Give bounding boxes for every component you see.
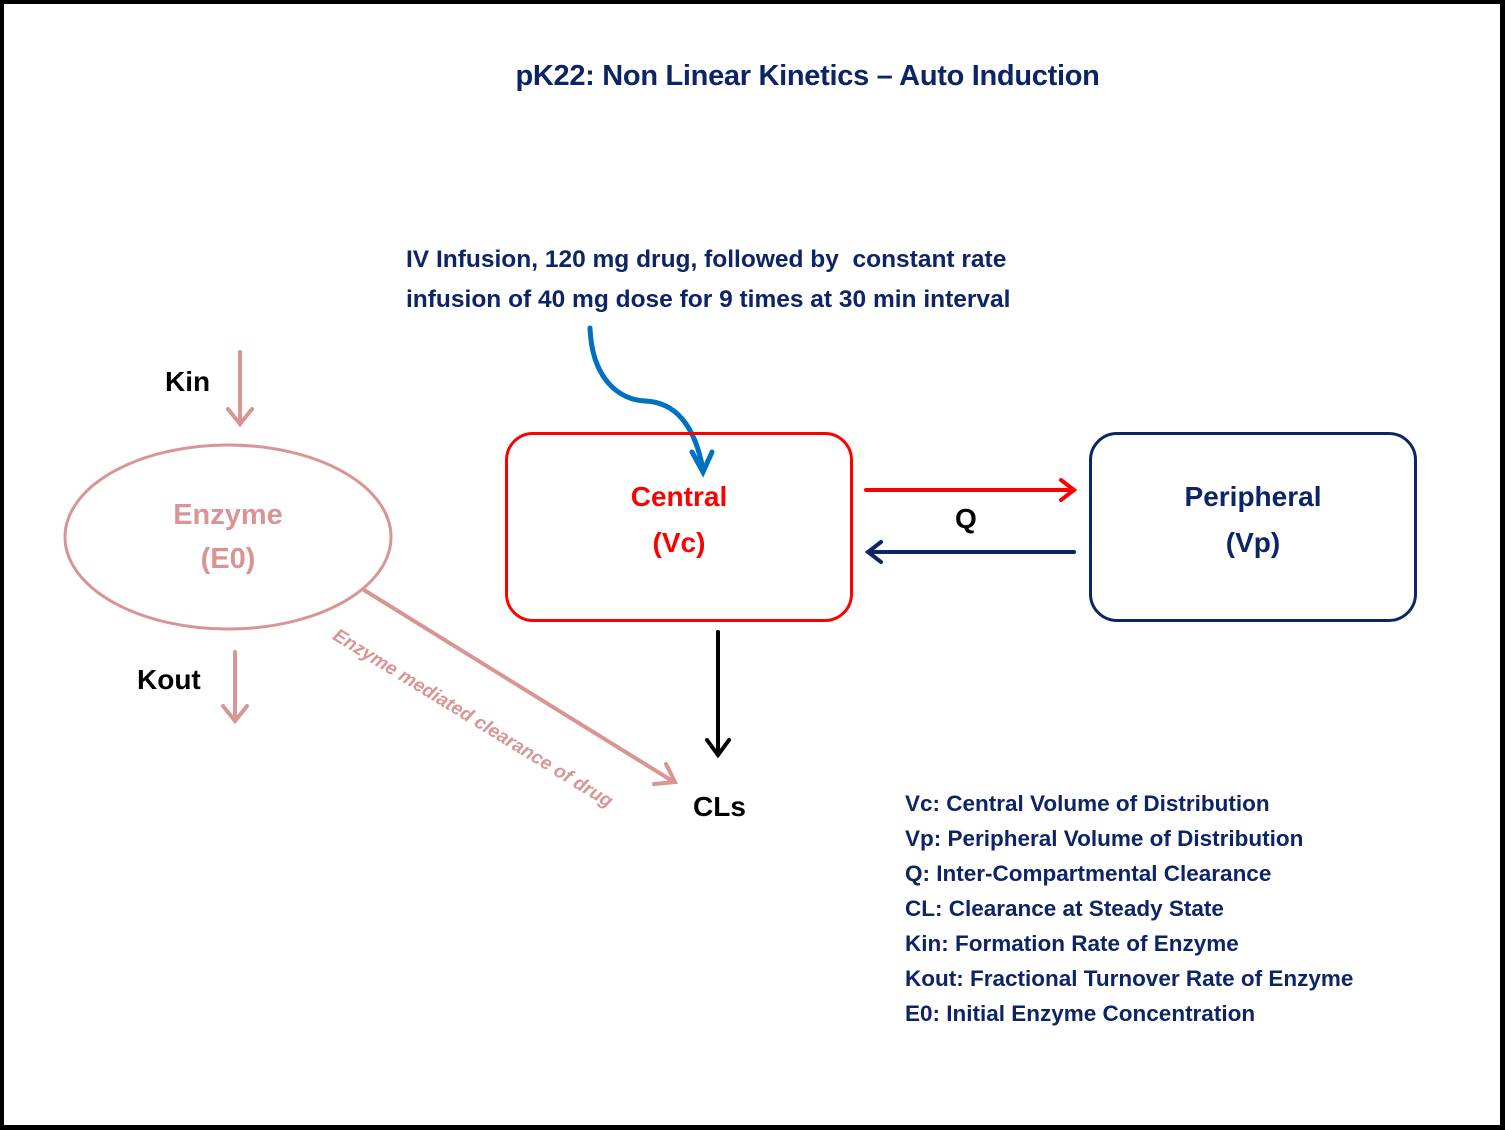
- q-label: Q: [955, 503, 977, 534]
- dosing-line-1: IV Infusion, 120 mg drug, followed by co…: [406, 246, 1007, 273]
- enzyme-name: Enzyme: [173, 499, 283, 531]
- page-title: pK22: Non Linear Kinetics – Auto Inducti…: [515, 60, 1100, 92]
- elimination-arrow: [705, 630, 731, 759]
- peripheral-compartment: Peripheral (Vp): [1089, 432, 1417, 622]
- legend-item: Q: Inter-Compartmental Clearance: [905, 861, 1272, 886]
- peripheral-name: Peripheral: [1184, 481, 1322, 512]
- central-symbol: (Vc): [652, 527, 706, 558]
- kout-label: Kout: [137, 664, 201, 695]
- legend-item: Kin: Formation Rate of Enzyme: [905, 931, 1239, 956]
- cls-label: CLs: [693, 791, 746, 822]
- enzyme-clearance-arrow: [362, 588, 679, 786]
- parameter-legend: Vc: Central Volume of Distribution Vp: P…: [905, 786, 1353, 1031]
- kin-arrow: [226, 350, 254, 428]
- kin-label: Kin: [165, 366, 211, 397]
- central-compartment: Central (Vc): [505, 432, 853, 622]
- dosing-description: IV Infusion, 120 mg drug, followed by co…: [406, 240, 1010, 320]
- q-forward-arrow: [864, 478, 1078, 502]
- peripheral-symbol: (Vp): [1225, 527, 1281, 558]
- dosing-line-2: infusion of 40 mg dose for 9 times at 30…: [406, 286, 1011, 313]
- legend-item: CL: Clearance at Steady State: [905, 896, 1224, 921]
- legend-item: Kout: Fractional Turnover Rate of Enzyme: [905, 966, 1354, 991]
- legend-item: Vp: Peripheral Volume of Distribution: [905, 826, 1304, 851]
- enzyme-compartment: Enzyme (E0): [64, 444, 392, 630]
- enzyme-symbol: (E0): [200, 543, 256, 575]
- enzyme-ellipse: [63, 443, 393, 631]
- central-name: Central: [630, 481, 728, 512]
- legend-item: E0: Initial Enzyme Concentration: [905, 1001, 1256, 1026]
- legend-item: Vc: Central Volume of Distribution: [905, 791, 1270, 816]
- kout-arrow: [221, 650, 249, 725]
- q-return-arrow: [864, 540, 1076, 564]
- infusion-arrow: [587, 325, 715, 478]
